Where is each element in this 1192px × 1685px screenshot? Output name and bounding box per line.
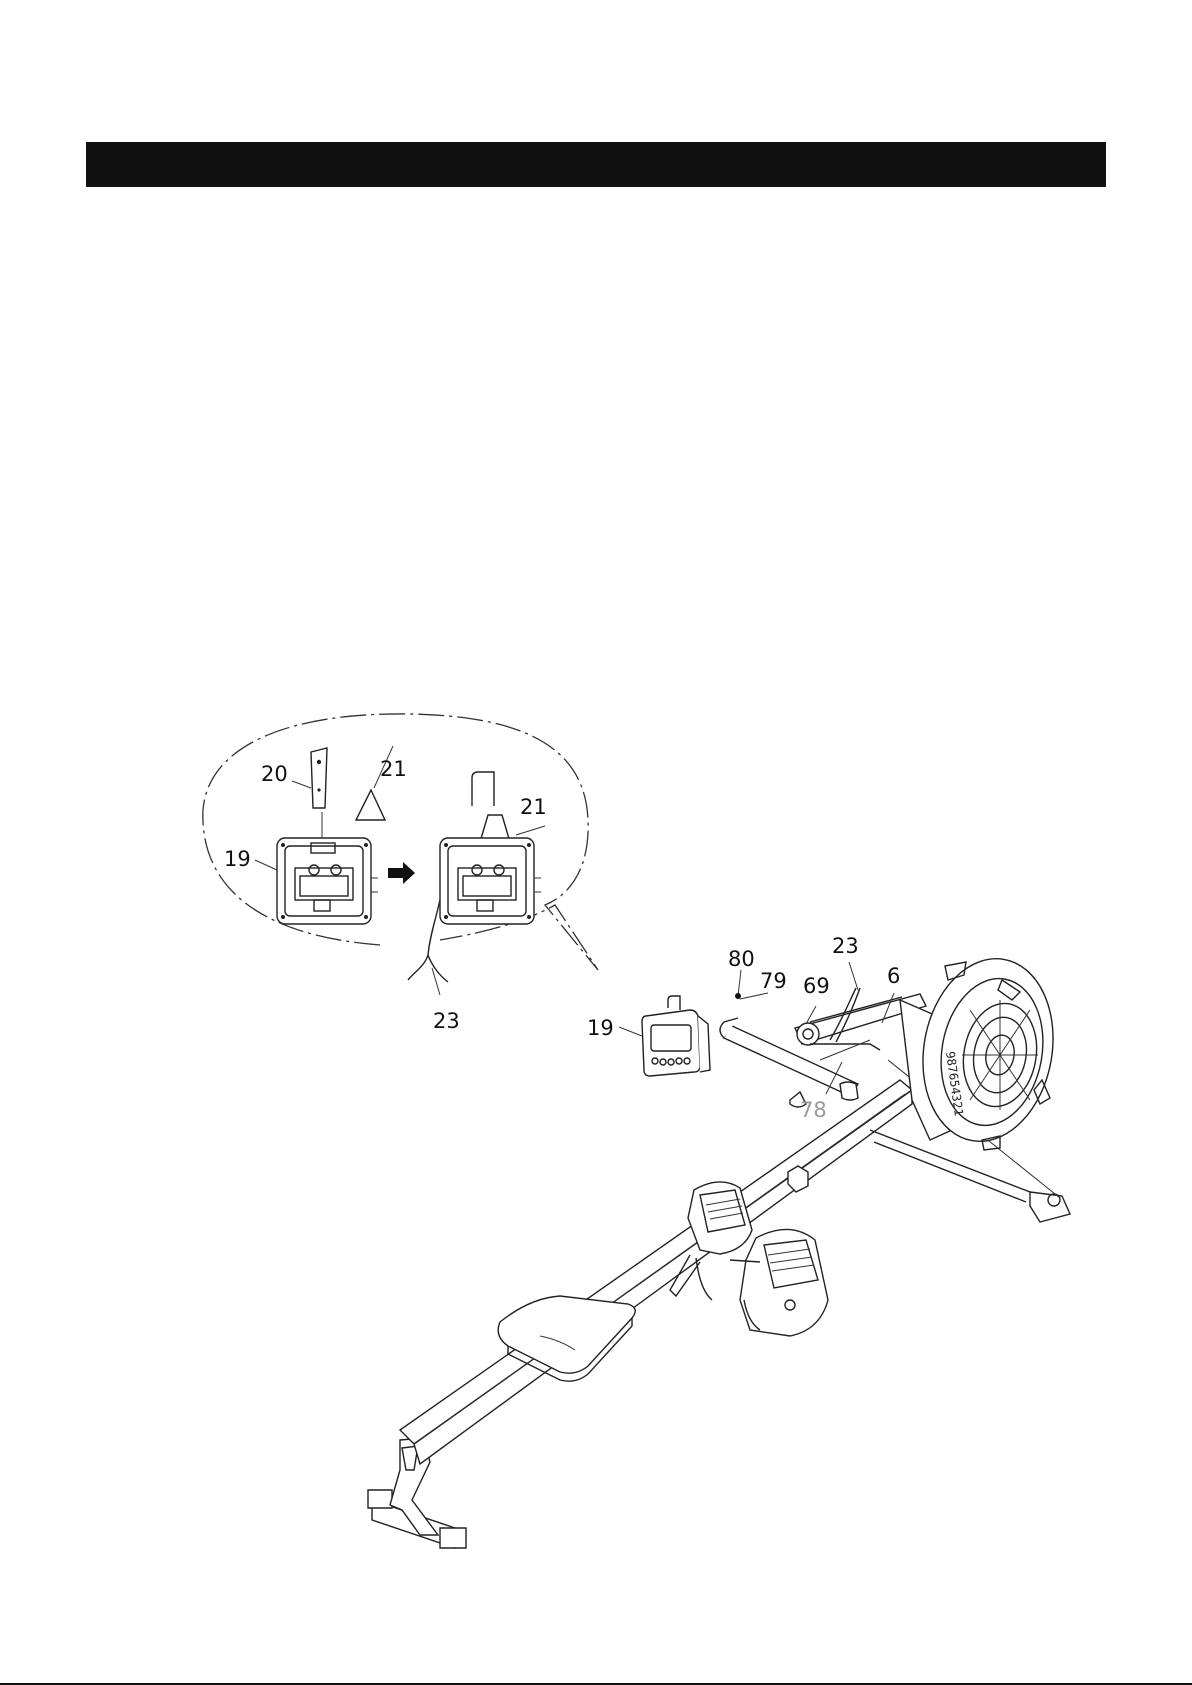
callout-19-inset: 19 xyxy=(224,847,251,871)
footrest-right xyxy=(730,1229,828,1336)
callout-21-assembled: 21 xyxy=(520,795,547,819)
callout-23-main: 23 xyxy=(832,934,859,958)
detail-inset: 20 21 21 19 23 xyxy=(203,714,598,1033)
main-rail xyxy=(400,1080,912,1464)
callout-20: 20 xyxy=(261,762,288,786)
fan-housing: 987654321 xyxy=(900,948,1067,1151)
callout-69: 69 xyxy=(803,974,830,998)
callout-80: 80 xyxy=(728,947,755,971)
callout-6: 6 xyxy=(887,964,900,988)
console-monitor xyxy=(642,996,710,1076)
callout-78: 78 xyxy=(800,1098,827,1122)
rowing-machine: 987654321 80 79 69 23 6 19 78 xyxy=(368,934,1070,1548)
inset-bubble-outline xyxy=(203,714,598,970)
arrow-right-icon xyxy=(388,862,415,884)
callout-21-triangle: 21 xyxy=(380,757,407,781)
bracket-plate-part-20 xyxy=(311,748,327,840)
console-back-left xyxy=(277,838,378,924)
callout-19-main: 19 xyxy=(587,1016,614,1040)
callout-79: 79 xyxy=(760,969,787,993)
triangle-bracket-part-21 xyxy=(356,790,385,820)
callout-23-inset: 23 xyxy=(433,1009,460,1033)
